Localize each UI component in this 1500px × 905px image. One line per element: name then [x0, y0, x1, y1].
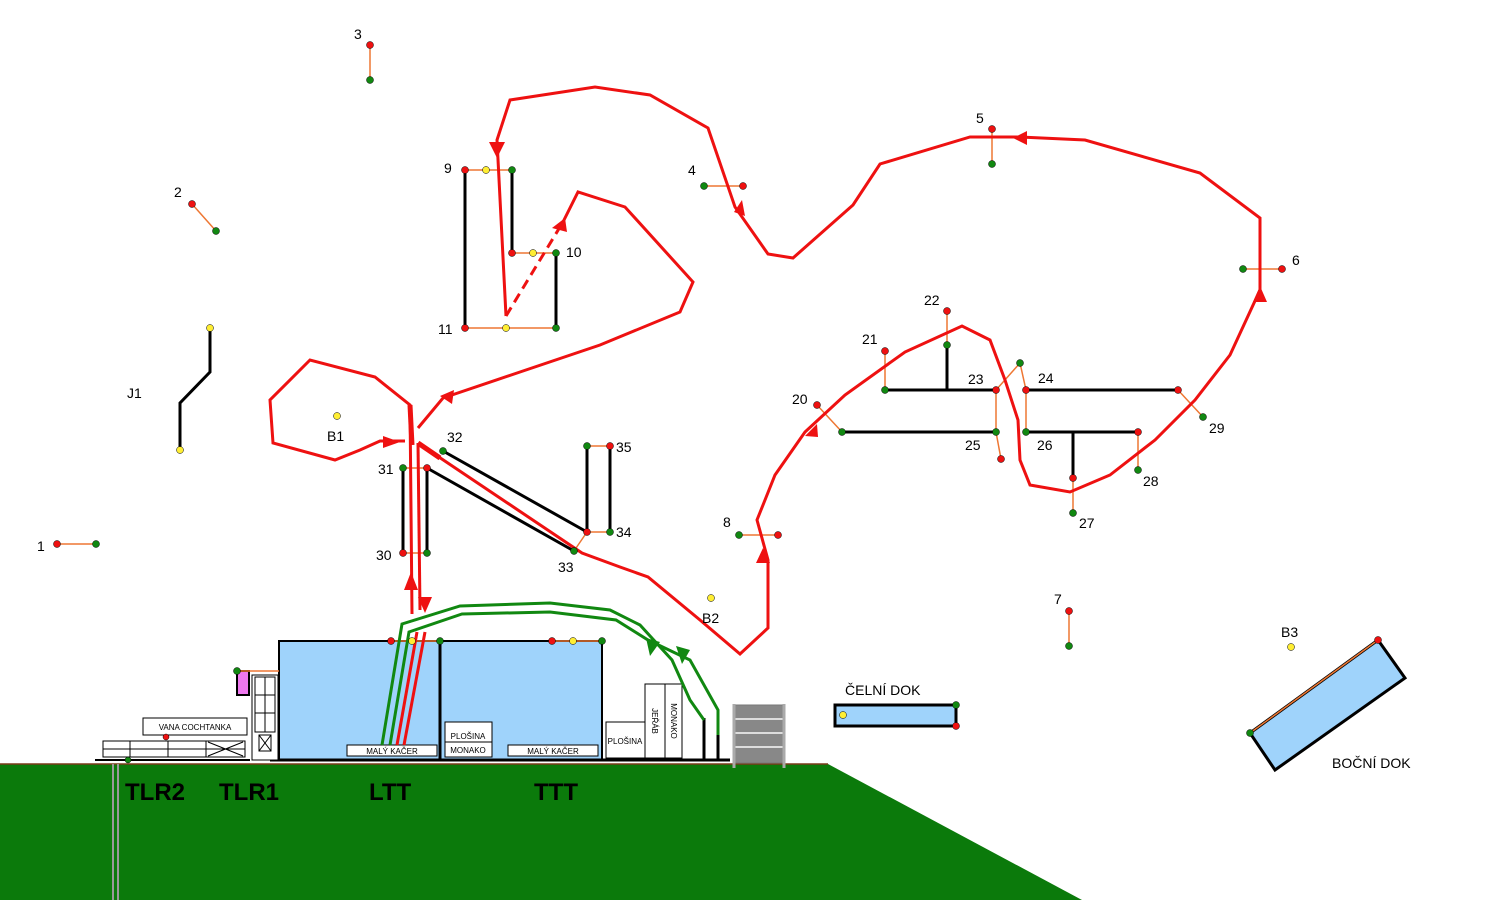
label-20: 20: [792, 391, 808, 407]
jerab: JEŘÁB: [650, 708, 659, 734]
monako-1: MONAKO: [450, 746, 486, 755]
label-tlr1: TLR1: [219, 779, 279, 806]
label-31: 31: [378, 461, 394, 477]
label-b1: B1: [327, 428, 344, 444]
node-labels: 1 2 3 4 5 6 7 8 9 10 11 20 21 22 23 24 2…: [37, 26, 1411, 771]
label-5: 5: [976, 110, 984, 126]
label-b2: B2: [702, 610, 719, 626]
label-24: 24: [1038, 370, 1054, 386]
label-29: 29: [1209, 420, 1225, 436]
label-j1: J1: [127, 385, 142, 401]
vana-label: VANA COCHTANKA: [159, 723, 232, 732]
label-33: 33: [558, 559, 574, 575]
station-labels: TLR2 TLR1 LTT TTT: [125, 779, 578, 806]
structures: [178, 170, 1178, 553]
label-ltt: LTT: [369, 779, 412, 806]
route-arrows: [383, 131, 1267, 613]
monako-2: MONAKO: [669, 703, 678, 739]
maly-kacer-2: MALÝ KAČER: [527, 747, 579, 756]
label-b3: B3: [1281, 624, 1298, 640]
label-9: 9: [444, 160, 452, 176]
celni-dok: [833, 703, 958, 728]
label-bocni-dok: BOČNÍ DOK: [1332, 755, 1411, 771]
label-3: 3: [354, 26, 362, 42]
label-6: 6: [1292, 252, 1300, 268]
label-1: 1: [37, 538, 45, 554]
label-tlr2: TLR2: [125, 779, 185, 806]
label-25: 25: [965, 437, 981, 453]
label-23: 23: [968, 371, 984, 387]
label-26: 26: [1037, 437, 1053, 453]
label-celni-dok: ČELNÍ DOK: [845, 682, 921, 698]
label-30: 30: [376, 547, 392, 563]
ltt-tank: [278, 640, 441, 761]
label-4: 4: [688, 162, 696, 178]
green-route: [380, 601, 720, 746]
plosina-2: PLOŠINA: [608, 737, 643, 746]
gate-lines: [57, 45, 1282, 646]
label-28: 28: [1143, 473, 1159, 489]
maly-kacer-1: MALÝ KAČER: [366, 747, 418, 756]
label-2: 2: [174, 184, 182, 200]
node-dots: [53, 41, 1382, 764]
label-21: 21: [862, 331, 878, 347]
ground-area: [0, 764, 1082, 900]
pink-module: [236, 670, 250, 696]
label-8: 8: [723, 514, 731, 530]
label-35: 35: [616, 439, 632, 455]
vana-box: [142, 717, 248, 736]
bocni-dok: [1247, 637, 1408, 773]
label-11: 11: [438, 321, 453, 337]
plosina-1: PLOŠINA: [451, 732, 486, 741]
label-10: 10: [566, 244, 582, 260]
label-27: 27: [1079, 515, 1095, 531]
label-32: 32: [447, 429, 463, 445]
green-arrows: [646, 638, 690, 664]
label-34: 34: [616, 524, 632, 540]
red-route: [268, 85, 1262, 657]
label-ttt: TTT: [534, 779, 578, 806]
label-7: 7: [1054, 591, 1062, 607]
label-22: 22: [924, 292, 940, 308]
